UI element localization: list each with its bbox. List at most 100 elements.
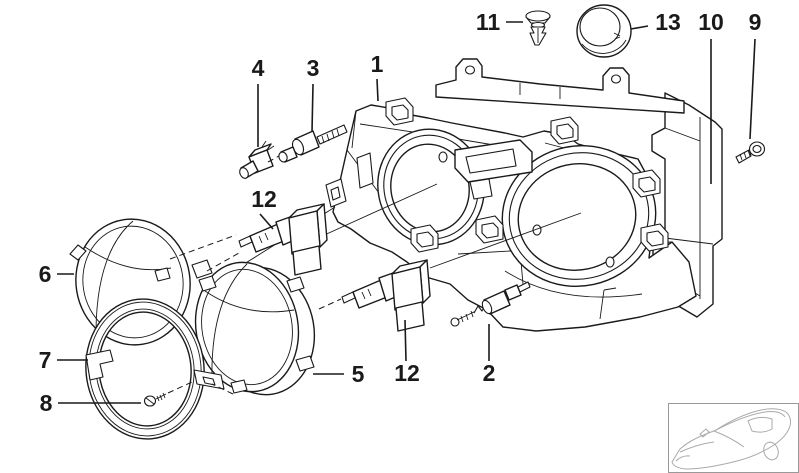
dash-ring-tab [211,383,234,395]
screw9-threads [739,149,751,161]
wing-slot [356,152,374,189]
callout-12-lower: 12 [394,360,420,386]
bulb-base [292,245,322,276]
leader-9 [749,38,756,140]
bulb-filament [258,232,269,244]
callout-5: 5 [352,361,365,387]
junction-clip [191,259,213,279]
panel-creases [664,117,714,299]
part-8-screw [143,392,167,407]
cap-depth-arc [581,39,627,54]
tab-hole [646,230,664,247]
tab-hole [391,104,409,121]
rail-hole-left [464,65,476,75]
screw3-collar-cap [278,151,288,163]
bracket-hole [465,148,517,174]
part-3-adjusting-screw [278,124,348,163]
lamp5-clip [286,276,305,293]
dash-bulb-upper-a [169,234,237,260]
part-2-adjusting-screw [450,281,531,327]
callout-10: 10 [698,9,724,35]
leader-13 [630,25,649,30]
clip-cap [525,10,551,22]
callout-8: 8 [40,390,53,416]
frame-clip-tabs [385,97,669,253]
leader-1 [376,78,379,102]
lamp6-top-tab [69,244,87,261]
tab-hole [481,222,499,239]
part-9-screw [735,141,766,164]
leader-3 [311,83,314,133]
screw2-pin [517,281,531,293]
callout-6: 6 [39,261,52,287]
screw3-thread-ticks [321,128,340,144]
tab-hole [556,123,574,140]
callout-12-upper: 12 [251,186,277,212]
car-side-glass [747,416,773,433]
part-4-socket [239,140,275,179]
callout-1: 1 [371,51,384,77]
car-inset [668,403,799,473]
car-mirror [699,428,710,438]
axis-left-ring [319,183,438,238]
center-bracket [438,139,615,268]
part-13-cap [576,4,632,58]
dash-part4 [267,155,280,163]
cap-notch [613,32,621,40]
rail-ticks [519,83,561,99]
part-12-bulb-lower [341,259,431,332]
screw9-head-inner [752,144,762,154]
lamp5-dome-arcs [204,263,295,383]
part-11-clip [525,10,551,46]
socket-wings [261,140,275,151]
screw8-threads [155,392,167,402]
tab-hole [416,231,434,248]
cap-opening [579,7,621,47]
ring7-notch [85,349,114,381]
inset-border [668,403,799,473]
bulb-filament [361,288,372,300]
screw2-body-cap [481,299,493,315]
lamp5-clip [295,355,315,372]
callout-11: 11 [476,9,501,35]
leader-12-upper [259,213,274,230]
ring7-band [85,298,205,440]
back-rail [435,58,685,114]
car-hood-crease [679,441,715,453]
callout-9: 9 [749,9,762,35]
bulb-base [395,301,425,332]
frame-hole [605,256,615,268]
foot-bracket-hole [330,186,341,201]
car-front-arch [675,455,691,462]
leader-12-lower [404,319,407,362]
frame-hole [532,224,542,236]
lamp6-inner-rim [82,225,184,339]
frame-hole [438,151,448,163]
tab-hole [638,176,656,193]
car-rear-wheel [763,441,779,461]
dash-bulb-lower [318,298,342,310]
right-ring-opening [517,163,637,271]
callout-13: 13 [655,9,681,35]
callout-7: 7 [39,347,52,373]
socket-nose-cap [239,167,249,179]
rail-hole-right [610,74,622,84]
callout-4: 4 [252,55,265,81]
car-windshield [713,430,745,448]
screw3-threaded-rod [316,124,348,145]
callout-2: 2 [483,360,496,386]
callout-3: 3 [307,55,320,81]
screw2-knob [504,284,522,301]
bulb-block-front [288,210,321,255]
part-5-headlamp [194,261,316,396]
lamp5-inner-rim [201,268,293,386]
callouts: 11 13 10 9 4 3 1 12 6 7 8 5 12 2 [39,9,762,416]
dash-screw8 [167,381,193,394]
junction-clip [198,275,217,292]
alignment-dashes [167,155,342,395]
dash-bulb-upper-b [206,252,240,272]
screw8-slot [145,397,155,405]
bulb-block-front [391,266,424,311]
